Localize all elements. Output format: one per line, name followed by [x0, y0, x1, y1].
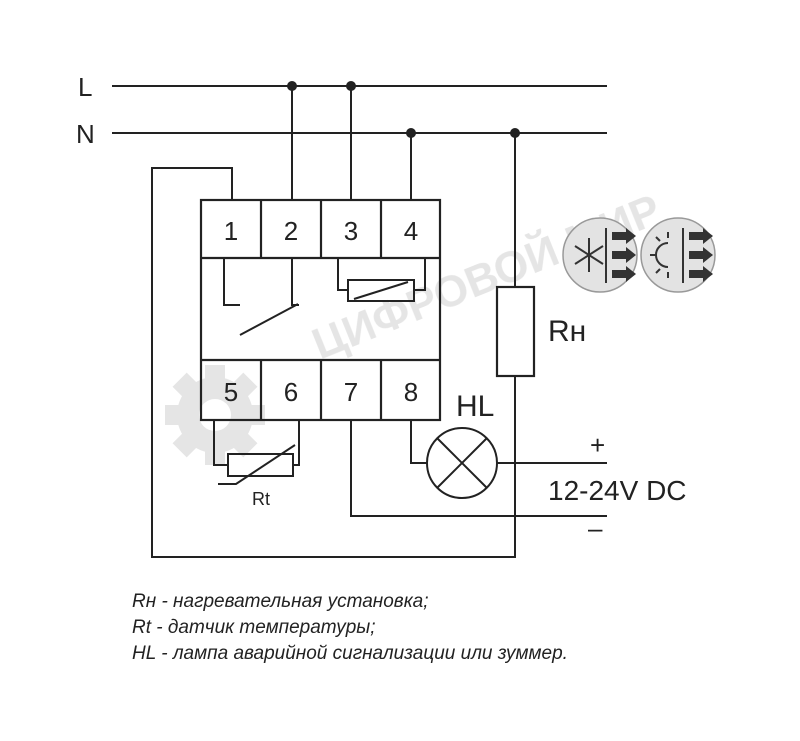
snowflake-icon: [562, 217, 638, 293]
line-l-label: L: [78, 72, 92, 102]
legend-item-sensor: Rt - датчик температуры;: [132, 617, 376, 638]
sun-icon: [640, 217, 716, 293]
legend-item-lamp: HL - лампа аварийной сигнализации или зу…: [132, 643, 568, 664]
terminal-8: 8: [404, 377, 418, 407]
supply-plus: +: [590, 430, 605, 460]
heater-resistor: [495, 285, 536, 378]
heater-label: Rн: [548, 315, 586, 348]
alarm-lamp: [350, 420, 607, 517]
terminal-2: 2: [284, 216, 298, 246]
gear-icon: [165, 365, 265, 465]
legend-item-heater: Rн - нагревательная установка;: [132, 591, 429, 612]
relay-body: [199, 198, 442, 422]
supply-voltage: 12-24V DC: [548, 475, 687, 506]
terminal-5: 5: [224, 377, 238, 407]
terminal-3: 3: [344, 216, 358, 246]
supply-minus: –: [588, 513, 603, 543]
terminal-4: 4: [404, 216, 418, 246]
legend: Rн - нагревательная установка; Rt - датч…: [132, 589, 568, 667]
terminal-6: 6: [284, 377, 298, 407]
line-n-label: N: [76, 119, 95, 149]
terminal-1: 1: [224, 216, 238, 246]
terminal-labels: 1 2 3 4 5 6 7 8: [224, 216, 418, 407]
relay-coil: [337, 258, 426, 302]
relay-contact: [223, 258, 299, 336]
wire: [151, 167, 516, 558]
sensor-label: Rt: [252, 489, 270, 509]
terminal-7: 7: [344, 377, 358, 407]
temperature-sensor: [213, 420, 300, 485]
lamp-label: HL: [456, 390, 494, 423]
